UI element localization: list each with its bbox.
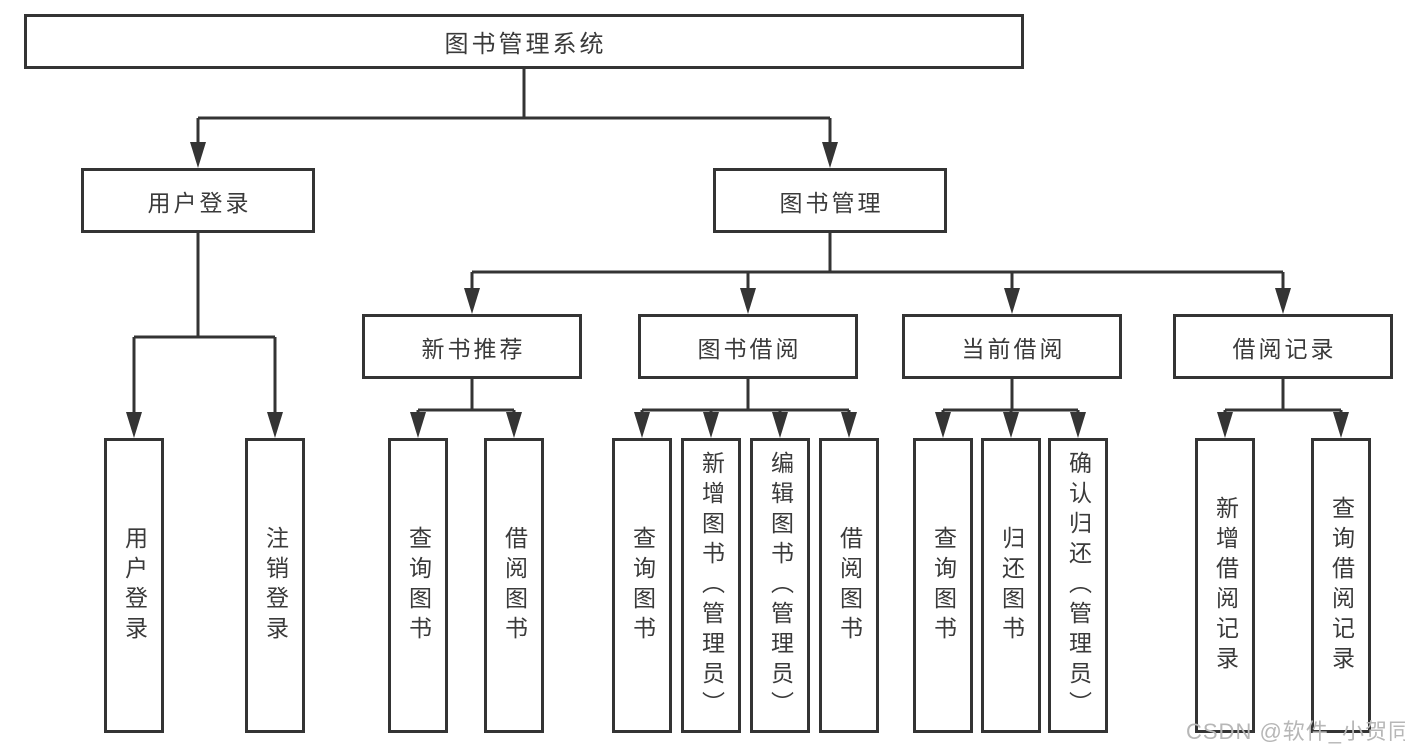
connector-borrow-records-children [1223, 379, 1343, 414]
node-user-login-label: 用户登录 [147, 189, 252, 216]
connector-root-to-level1 [196, 69, 832, 146]
arrowhead [841, 412, 857, 438]
arrowhead [1004, 288, 1020, 314]
leaf-return-book: 归还图书 [981, 438, 1041, 733]
leaf-logout-label: 注销登录 [262, 525, 289, 646]
node-book-borrow-label: 图书借阅 [697, 335, 802, 362]
leaf-return-book-label: 归还图书 [998, 525, 1025, 646]
root-node-label: 图书管理系统 [444, 31, 607, 58]
node-borrow-records-label: 借阅记录 [1232, 335, 1337, 362]
leaf-user-login: 用户登录 [104, 438, 164, 733]
arrowhead [634, 412, 650, 438]
arrowhead [126, 412, 142, 438]
leaf-add-book-admin-label: 新增图书（管理员） [698, 450, 725, 721]
leaf-borrow-books-recommend-label: 借阅图书 [501, 525, 528, 646]
connector-user-login-children [132, 232, 277, 416]
connector-book-borrow-children [640, 379, 851, 414]
connector-book-mgmt-children [470, 233, 1285, 292]
root-node-library-system: 图书管理系统 [24, 14, 1024, 69]
leaf-query-books-recommend-label: 查询图书 [405, 525, 432, 646]
leaf-add-borrow-record-label: 新增借阅记录 [1212, 495, 1239, 676]
leaf-add-borrow-record: 新增借阅记录 [1195, 438, 1255, 733]
arrowhead [506, 412, 522, 438]
leaf-query-books-borrow: 查询图书 [612, 438, 672, 733]
leaf-user-login-label: 用户登录 [121, 525, 148, 646]
connector-current-borrow-children [941, 379, 1080, 414]
arrowhead [410, 412, 426, 438]
arrowhead [1070, 412, 1086, 438]
node-current-borrow: 当前借阅 [902, 314, 1122, 379]
node-current-borrow-label: 当前借阅 [961, 335, 1066, 362]
arrowhead [772, 412, 788, 438]
leaf-borrow-books-label: 借阅图书 [836, 525, 863, 646]
arrowhead [190, 142, 206, 168]
node-user-login: 用户登录 [81, 168, 315, 233]
leaf-query-books-borrow-label: 查询图书 [629, 525, 656, 646]
leaf-query-books-current-label: 查询图书 [930, 525, 957, 646]
leaf-logout: 注销登录 [245, 438, 305, 733]
leaf-borrow-books: 借阅图书 [819, 438, 879, 733]
leaf-confirm-return-admin: 确认归还（管理员） [1048, 438, 1108, 733]
arrowhead [267, 412, 283, 438]
leaf-edit-book-admin: 编辑图书（管理员） [750, 438, 810, 733]
arrowhead [822, 142, 838, 168]
leaf-query-books-current: 查询图书 [913, 438, 973, 733]
arrowhead [1003, 412, 1019, 438]
leaf-borrow-books-recommend: 借阅图书 [484, 438, 544, 733]
leaf-query-borrow-record-label: 查询借阅记录 [1328, 495, 1355, 676]
watermark-text: CSDN @软件_小贺同学 [1186, 719, 1405, 744]
arrowhead [1333, 412, 1349, 438]
leaf-query-borrow-record: 查询借阅记录 [1311, 438, 1371, 733]
node-book-borrow: 图书借阅 [638, 314, 858, 379]
connector-new-book-children [416, 379, 516, 414]
node-new-book-recommend: 新书推荐 [362, 314, 582, 379]
leaf-edit-book-admin-label: 编辑图书（管理员） [767, 450, 794, 721]
node-borrow-records: 借阅记录 [1173, 314, 1393, 379]
arrowhead [703, 412, 719, 438]
arrowhead [464, 288, 480, 314]
leaf-query-books-recommend: 查询图书 [388, 438, 448, 733]
arrowhead [740, 288, 756, 314]
leaf-add-book-admin: 新增图书（管理员） [681, 438, 741, 733]
arrowhead [935, 412, 951, 438]
node-book-management: 图书管理 [713, 168, 947, 233]
leaf-confirm-return-admin-label: 确认归还（管理员） [1065, 450, 1092, 721]
node-book-management-label: 图书管理 [779, 189, 884, 216]
arrowhead [1217, 412, 1233, 438]
arrowhead [1275, 288, 1291, 314]
node-new-book-recommend-label: 新书推荐 [421, 335, 526, 362]
